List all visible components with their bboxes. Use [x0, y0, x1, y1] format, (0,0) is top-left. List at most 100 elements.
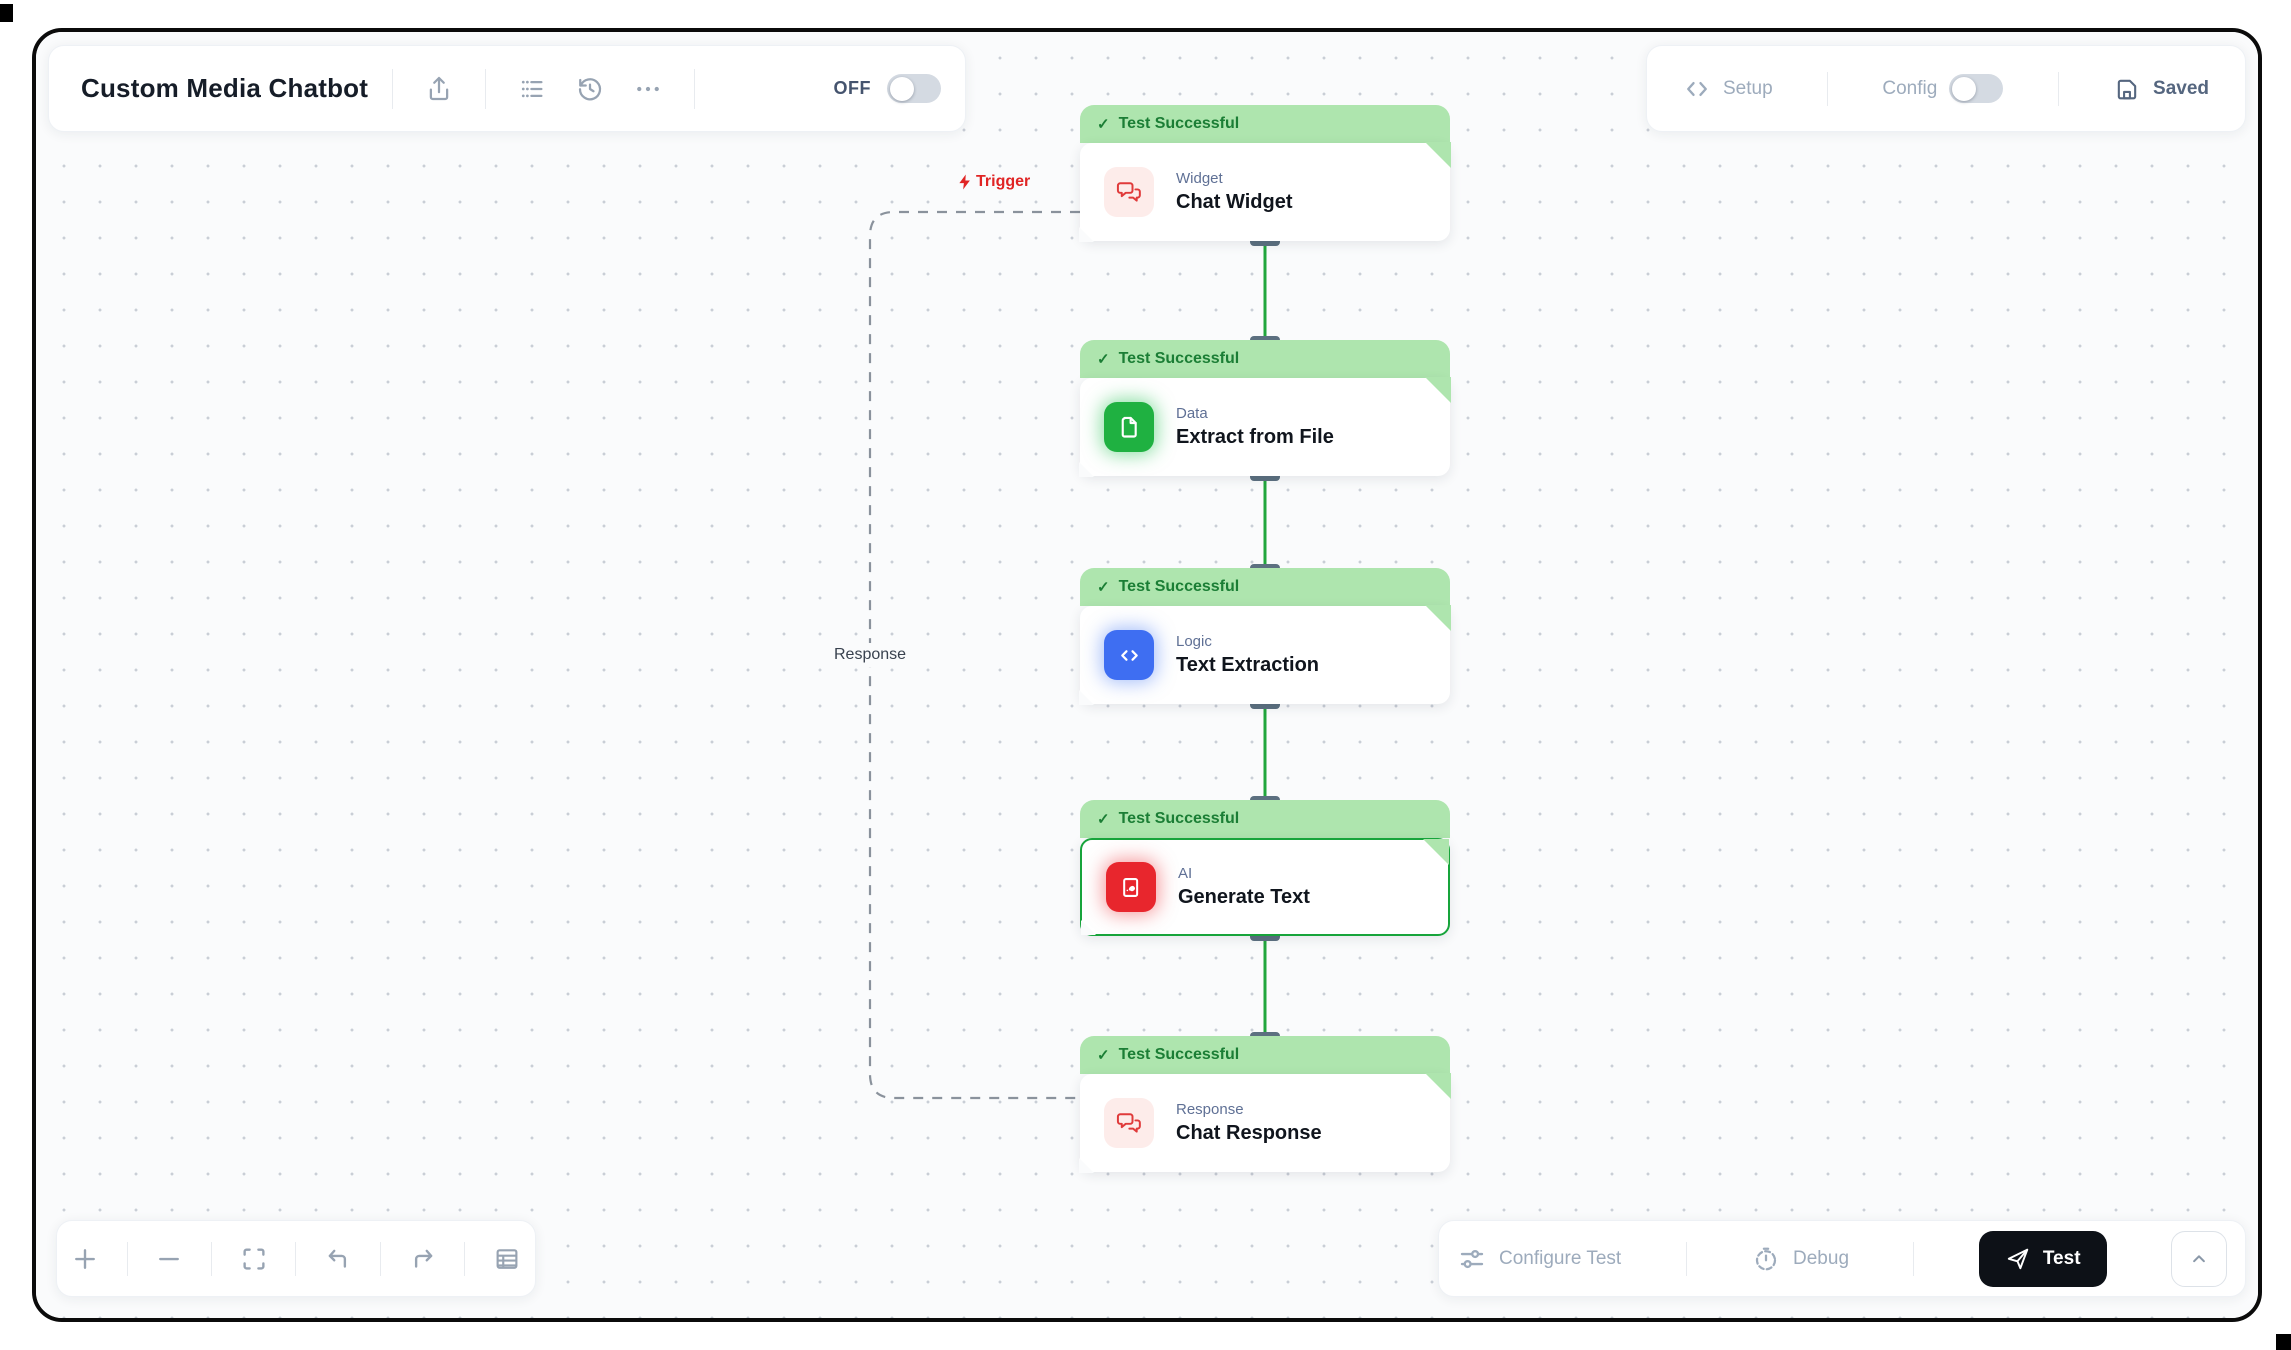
send-icon: [2007, 1248, 2029, 1269]
edge-textextraction-generate: [1248, 700, 1282, 805]
card-corner-fold: [1423, 839, 1449, 865]
lightning-bolt-icon: [959, 174, 970, 190]
test-status-banner: ✓ Test Successful: [1080, 340, 1450, 378]
edge-line: [1263, 704, 1267, 800]
node-title: Text Extraction: [1176, 654, 1319, 676]
save-icon: [2117, 79, 2137, 99]
edge-chatwidget-extract: [1248, 237, 1282, 345]
share-button[interactable]: [417, 67, 461, 111]
divider: [1827, 71, 1829, 106]
divider: [392, 68, 394, 109]
data-table-button[interactable]: [485, 1237, 529, 1281]
node-category: Widget: [1176, 170, 1223, 187]
node-list-icon: [521, 80, 543, 97]
divider: [1913, 1241, 1915, 1276]
node-category: Response: [1176, 1101, 1244, 1118]
chat-bubbles-icon: [1104, 1098, 1154, 1148]
zoom-in-button[interactable]: [63, 1237, 107, 1281]
doc-pen-icon: [1106, 862, 1156, 912]
card-corner-fold: [1081, 920, 1096, 935]
setup-config-bar: Setup Config Saved: [1646, 45, 2246, 132]
app-window: Response Trigger: [32, 28, 2262, 1322]
card-corner-fold: [1425, 1073, 1451, 1099]
sliders-icon: [1460, 1249, 1484, 1268]
undo-button[interactable]: [316, 1237, 360, 1281]
workflow-enable-toggle[interactable]: [887, 74, 941, 103]
test-button[interactable]: Test: [1978, 1230, 2107, 1287]
toggle-knob: [890, 76, 914, 101]
debug-timer-icon: [1755, 1247, 1777, 1270]
divider: [295, 1241, 297, 1276]
chat-bubbles-icon: [1104, 167, 1154, 217]
check-icon: ✓: [1097, 1047, 1110, 1064]
node-extract-from-file[interactable]: ✓ Test Successful Data Extract from F: [1079, 340, 1451, 477]
redo-button[interactable]: [401, 1237, 445, 1281]
response-edge-label: Response: [826, 643, 915, 667]
node-title: Chat Response: [1176, 1122, 1322, 1144]
card-corner-fold: [1425, 605, 1451, 631]
edge-line: [1263, 936, 1267, 1036]
node-chat-response[interactable]: ✓ Test Successful Response Chat Respo: [1079, 1036, 1451, 1173]
code-brackets-icon: [1687, 81, 1707, 96]
card-corner-fold: [1425, 142, 1451, 168]
saved-status[interactable]: Saved: [2113, 75, 2209, 103]
zoom-out-button[interactable]: [147, 1237, 191, 1281]
history-icon: [578, 77, 602, 100]
node-generate-text[interactable]: ✓ Test Successful AI G: [1080, 800, 1450, 936]
divider: [211, 1241, 213, 1276]
workflow-title: Custom Media Chatbot: [81, 73, 369, 103]
collapse-panel-button[interactable]: [2170, 1230, 2227, 1287]
divider: [379, 1241, 381, 1276]
test-status-banner: ✓ Test Successful: [1080, 568, 1450, 606]
code-icon: [1104, 630, 1154, 680]
config-label: Config: [1882, 77, 1938, 99]
output-handle[interactable]: [1250, 932, 1280, 941]
output-handle[interactable]: [1250, 700, 1280, 709]
test-status-banner: ✓ Test Successful: [1080, 1036, 1450, 1074]
toggle-knob: [1952, 76, 1977, 101]
divider: [1685, 1241, 1687, 1276]
node-chat-widget[interactable]: ✓ Test Successful Widget Chat Widget: [1079, 105, 1451, 242]
flow-canvas[interactable]: Response Trigger: [36, 32, 2258, 1318]
node-category: Data: [1176, 405, 1208, 422]
workflow-header-bar: Custom Media Chatbot: [48, 45, 966, 132]
file-icon: [1104, 402, 1154, 452]
screen-corner-artifact: [0, 4, 13, 22]
card-corner-fold: [1079, 462, 1094, 477]
output-handle[interactable]: [1250, 472, 1280, 481]
node-category: Logic: [1176, 633, 1212, 650]
canvas-controls-bar: [56, 1220, 536, 1297]
plus-icon: [75, 1248, 95, 1269]
edge-generate-chatresponse: [1248, 932, 1282, 1041]
ellipsis-icon: [637, 86, 659, 91]
node-text-extraction[interactable]: ✓ Test Successful Logic Text Extraction: [1079, 568, 1451, 705]
more-options-button[interactable]: [626, 67, 670, 111]
fit-view-icon: [243, 1247, 265, 1270]
output-handle[interactable]: [1250, 237, 1280, 246]
redo-icon: [414, 1249, 432, 1268]
card-corner-fold: [1425, 377, 1451, 403]
check-icon: ✓: [1097, 116, 1110, 133]
debug-button[interactable]: Debug: [1751, 1244, 1849, 1274]
divider: [464, 1241, 466, 1276]
node-title: Extract from File: [1176, 426, 1334, 448]
divider: [694, 68, 696, 109]
config-toggle[interactable]: [1949, 74, 2004, 103]
screen-corner-artifact: [2276, 1334, 2291, 1350]
edge-line: [1263, 476, 1267, 568]
divider: [126, 1241, 128, 1276]
card-corner-fold: [1079, 690, 1094, 705]
setup-button[interactable]: Setup: [1683, 75, 1773, 103]
configure-test-button[interactable]: Configure Test: [1457, 1244, 1621, 1274]
trigger-label: Trigger: [956, 173, 1030, 191]
card-corner-fold: [1079, 227, 1094, 242]
test-status-banner: ✓ Test Successful: [1080, 800, 1450, 838]
test-controls-bar: Configure Test Debug Test: [1438, 1220, 2246, 1297]
node-list-button[interactable]: [510, 67, 554, 111]
version-history-button[interactable]: [568, 67, 612, 111]
test-status-banner: ✓ Test Successful: [1080, 105, 1450, 143]
fit-view-button[interactable]: [232, 1237, 276, 1281]
share-icon: [429, 76, 449, 100]
check-icon: ✓: [1097, 579, 1110, 596]
